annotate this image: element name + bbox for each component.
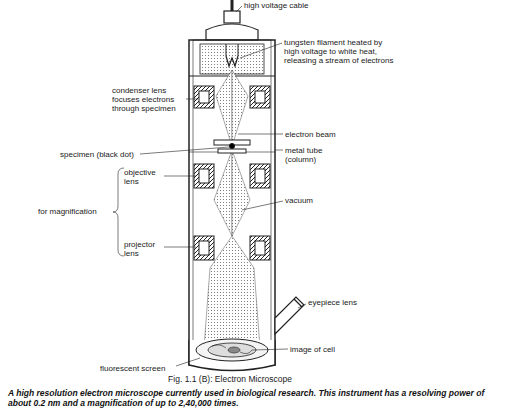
leader-lines-part — [164, 176, 196, 177]
leader-lines-part — [238, 134, 283, 135]
electron-beam-part — [232, 70, 248, 146]
specimen-stage — [214, 140, 250, 153]
part-label: condenser lens focuses electrons through… — [112, 86, 186, 113]
metal-tube-column-part — [189, 40, 275, 365]
group-label: for magnification — [38, 207, 114, 216]
condenser-lens-part — [250, 86, 270, 108]
column-cap — [206, 24, 258, 40]
condenser-lens — [194, 86, 270, 108]
leader-lines-part — [298, 304, 306, 308]
objective-lens-part — [250, 164, 270, 188]
leader-lines-part — [164, 247, 196, 248]
condenser-lens-part — [194, 86, 214, 108]
projector-lens-part — [255, 241, 265, 255]
objective-lens — [194, 164, 270, 188]
fluorescent-screen — [189, 339, 275, 371]
electron-beam-part — [232, 150, 250, 236]
fluorescent-screen-part — [212, 345, 252, 354]
leader-lines-part — [113, 168, 124, 256]
part-label: fluorescent screen — [100, 364, 180, 373]
electron-beam — [204, 70, 260, 348]
figure-caption: A high resolution electron microscope cu… — [8, 388, 504, 408]
electron-beam-part — [216, 70, 232, 146]
leader-lines-part — [236, 6, 242, 12]
projector-lens-part — [250, 236, 270, 260]
metal-tube-column — [189, 40, 275, 365]
leader-lines-part — [242, 201, 283, 210]
filament-chamber-part — [238, 44, 239, 56]
objective-lens-part — [194, 164, 214, 188]
fluorescent-screen-part — [228, 347, 240, 353]
filament-chamber-part — [200, 44, 264, 74]
part-label: tungsten filament heated by high voltage… — [284, 38, 394, 65]
part-label: image of cell — [290, 345, 370, 354]
high-voltage-cable-part — [231, 0, 234, 12]
filament-chamber-part — [226, 56, 238, 66]
part-label: specimen (black dot) — [60, 150, 144, 159]
leader-lines-part — [252, 349, 288, 350]
high-voltage-cable — [224, 0, 240, 23]
specimen-stage-part — [229, 143, 234, 148]
eyepiece-tube-part — [275, 297, 304, 334]
column-cap-part — [206, 24, 258, 40]
part-label: electron beam — [285, 130, 365, 139]
filament-chamber — [200, 44, 264, 74]
part-label: objective lens — [124, 168, 164, 186]
part-label: metal tube (column) — [285, 146, 345, 164]
part-label: eyepiece lens — [308, 298, 388, 307]
figure-title: Fig. 1.1 (B): Electron Microscope — [60, 374, 400, 384]
part-label: vacuum — [285, 196, 345, 205]
eyepiece-tube — [275, 297, 304, 334]
electron-beam-part — [214, 150, 232, 236]
specimen-stage-part — [218, 149, 246, 153]
projector-lens-part — [194, 236, 214, 260]
projector-lens-part — [199, 241, 209, 255]
condenser-lens-part — [199, 91, 209, 103]
part-label: high voltage cable — [244, 1, 334, 10]
objective-lens-part — [199, 169, 209, 183]
filament-chamber-part — [226, 44, 227, 56]
condenser-lens-part — [255, 91, 265, 103]
leader-lines-part — [176, 358, 200, 366]
high-voltage-cable-part — [224, 11, 240, 23]
fluorescent-screen-part — [189, 340, 275, 371]
fluorescent-screen-part — [208, 343, 256, 357]
part-label: projector lens — [124, 240, 164, 258]
leader-lines-part — [275, 150, 283, 151]
leader-lines-part — [140, 147, 229, 154]
objective-lens-part — [255, 169, 265, 183]
leader-lines-part — [240, 43, 282, 58]
projector-lens — [194, 236, 270, 260]
metal-tube-column-part — [193, 40, 271, 365]
leader-lines-part — [186, 99, 198, 100]
eyepiece-tube-part — [294, 299, 302, 307]
leader-lines — [113, 6, 306, 366]
